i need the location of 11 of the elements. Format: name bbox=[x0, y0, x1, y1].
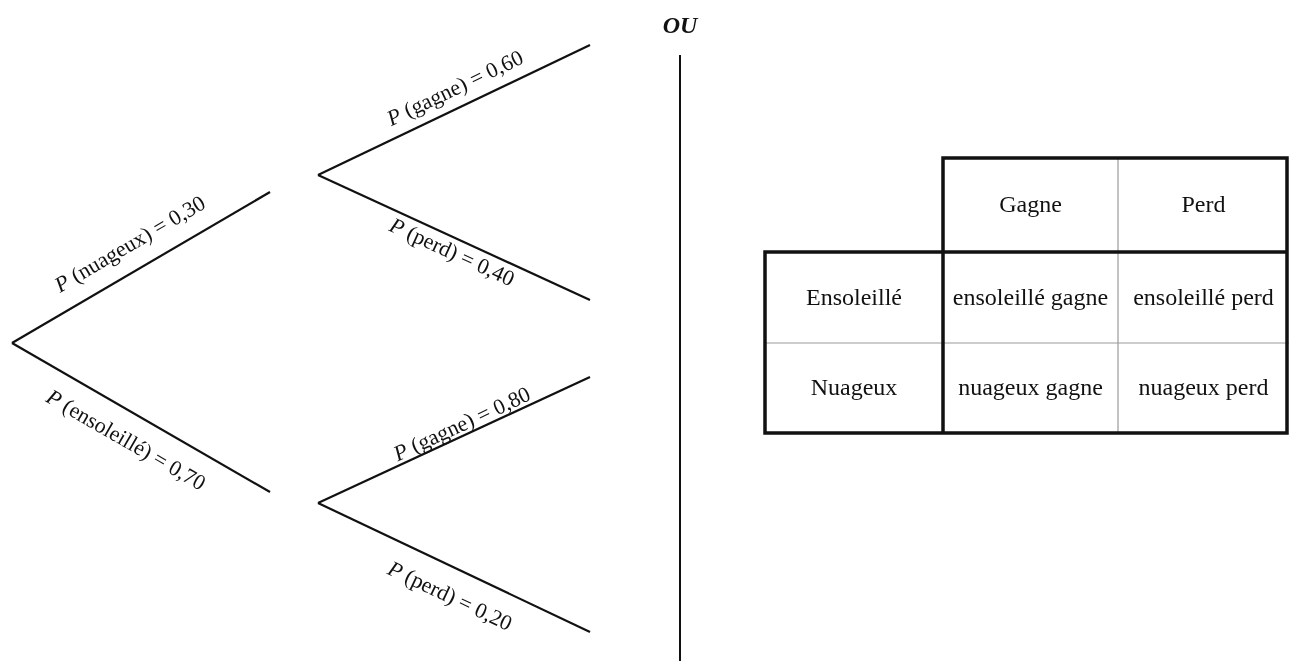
table-cell-text: ensoleillé perd bbox=[1132, 282, 1275, 312]
column-header: Gagne bbox=[998, 190, 1063, 220]
table-cell-text: nuageux perd bbox=[1137, 373, 1270, 403]
row-header: Ensoleillé bbox=[805, 282, 903, 312]
branch-label: P (perd) = 0,40 bbox=[385, 212, 519, 292]
table-cell-text: ensoleillé gagne bbox=[951, 282, 1110, 312]
separator-label: OU bbox=[662, 11, 698, 39]
table-cell-text: nuageux gagne bbox=[957, 373, 1104, 403]
row-header: Nuageux bbox=[809, 373, 899, 403]
column-header: Perd bbox=[1180, 190, 1227, 220]
branch-label: P (perd) = 0,20 bbox=[383, 555, 517, 637]
